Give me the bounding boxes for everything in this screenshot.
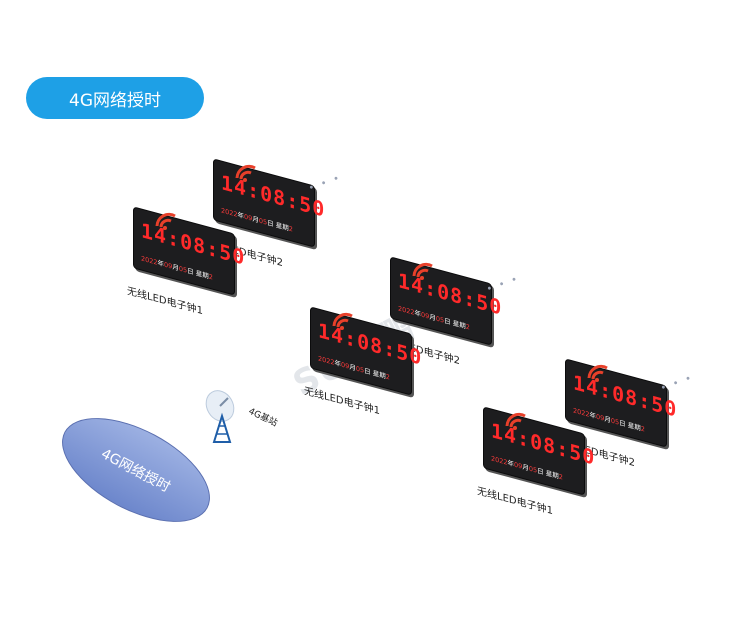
wifi-signal-icon: [587, 364, 608, 382]
led-clock: 14:08:50 2022年09月05日 星期2 无线LED电子钟1: [304, 306, 422, 417]
wifi-signal-icon: [332, 312, 353, 330]
title-pill: 4G网络授时: [26, 77, 204, 119]
ellipse-label: 4G网络授时: [98, 446, 173, 496]
wifi-signal-icon: [235, 164, 256, 182]
wifi-signal-icon: [412, 262, 433, 280]
clock-label: 无线LED电子钟1: [127, 285, 203, 318]
led-clock: 14:08:50 2022年09月05日 星期2 无线LED电子钟1: [127, 206, 245, 317]
title-text: 4G网络授时: [69, 90, 161, 111]
ellipsis-icon: • • •: [485, 273, 521, 296]
wifi-signal-icon: [155, 212, 176, 230]
led-clock: 14:08:50 2022年09月05日 星期2 无线LED电子钟1: [477, 406, 595, 517]
wifi-signal-icon: [505, 412, 526, 430]
clock-label: 无线LED电子钟1: [304, 385, 380, 418]
clock-label: 无线LED电子钟1: [477, 485, 553, 518]
tower-label: 4G基站: [246, 406, 279, 429]
tower-icon: [205, 390, 235, 443]
